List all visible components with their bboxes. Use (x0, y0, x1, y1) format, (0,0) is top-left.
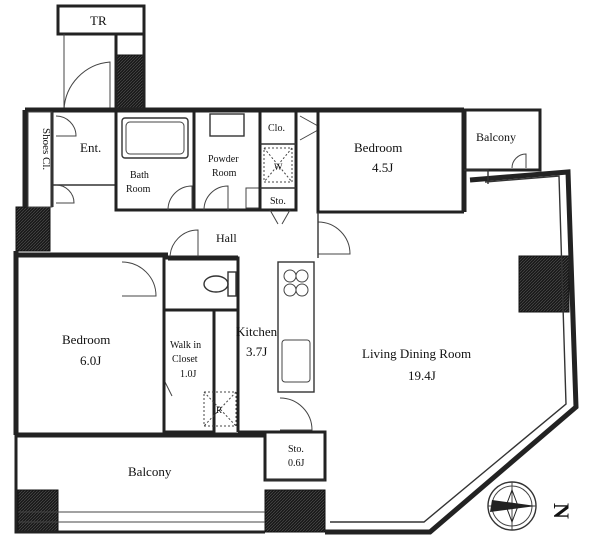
kitchen-label: Kitchen (236, 324, 278, 339)
powder-room-label-2: Room (212, 168, 237, 179)
powder-room-label-1: Powder (208, 154, 239, 165)
bath-room-label-2: Room (126, 184, 151, 195)
bedroom-west: Bedroom 6.0J (62, 258, 173, 432)
entrance-door-arc (55, 115, 77, 137)
column-east (518, 255, 570, 313)
trunk-room: TR (56, 4, 146, 111)
bedroom-west-size: 6.0J (80, 353, 101, 368)
burner-1 (283, 269, 297, 283)
bath-room-label-1: Bath (130, 170, 149, 181)
utility-column: Clo. W Sto. (258, 108, 319, 225)
ldr-size: 19.4J (408, 368, 436, 383)
bath-room: Bath Room (114, 108, 196, 212)
storage-south: Sto. 0.6J (263, 430, 327, 482)
hall-label: Hall (216, 231, 237, 245)
powder-room: Powder Room (192, 108, 262, 212)
bedroom-north: Bedroom 4.5J (316, 110, 464, 255)
compass-rose-icon: N (487, 481, 574, 531)
balcony-north: Balcony (464, 130, 527, 184)
kitchen-sink (281, 339, 311, 383)
entrance-area: Shoes Cl. Ent. (27, 110, 116, 208)
washbasin (209, 113, 245, 137)
column-southwest (17, 489, 59, 533)
balcony-south-label: Balcony (128, 464, 172, 479)
toilet (203, 275, 229, 293)
burner-2 (295, 269, 309, 283)
shoes-closet-label: Shoes Cl. (40, 128, 52, 170)
storage-south-size: 0.6J (288, 458, 305, 469)
outer-walls (13, 107, 579, 535)
burner-4 (295, 283, 309, 297)
balcony-north-label: Balcony (476, 130, 516, 144)
living-dining-room: Living Dining Room 19.4J (279, 346, 471, 431)
toilet-walk-in: Walk in Closet 1.0J R (162, 256, 240, 434)
bedroom-north-label: Bedroom (354, 140, 402, 155)
compass-needle (490, 500, 536, 512)
walk-in-label-2: Closet (172, 354, 198, 365)
closet-label: Clo. (268, 123, 285, 134)
bedroom-west-label: Bedroom (62, 332, 110, 347)
kitchen-counter (277, 261, 315, 393)
entrance-label: Ent. (80, 140, 101, 155)
storage-small-label: Sto. (270, 196, 286, 207)
fridge-mark: R (216, 405, 222, 415)
bedroom-north-size: 4.5J (372, 160, 393, 175)
tr-label: TR (90, 13, 107, 28)
kitchen-size: 3.7J (246, 344, 267, 359)
tr-door-arc (63, 61, 111, 111)
column-west-top (15, 206, 51, 252)
fridge-space (203, 391, 237, 427)
bathtub (121, 117, 189, 159)
ldr-label: Living Dining Room (362, 346, 471, 361)
balcony-south: Balcony (128, 464, 172, 479)
burner-3 (283, 283, 297, 297)
column-south-middle (264, 489, 326, 533)
storage-south-label: Sto. (288, 444, 304, 455)
column-tr (115, 54, 145, 111)
washer-space (263, 147, 293, 183)
washer-mark: W (274, 162, 283, 172)
hall: Hall (16, 212, 319, 432)
walk-in-label-1: Walk in (170, 340, 201, 351)
kitchen: Kitchen 3.7J (236, 261, 315, 434)
structural-columns (15, 54, 570, 533)
compass-north-label: N (549, 503, 574, 519)
walk-in-size: 1.0J (180, 369, 197, 380)
